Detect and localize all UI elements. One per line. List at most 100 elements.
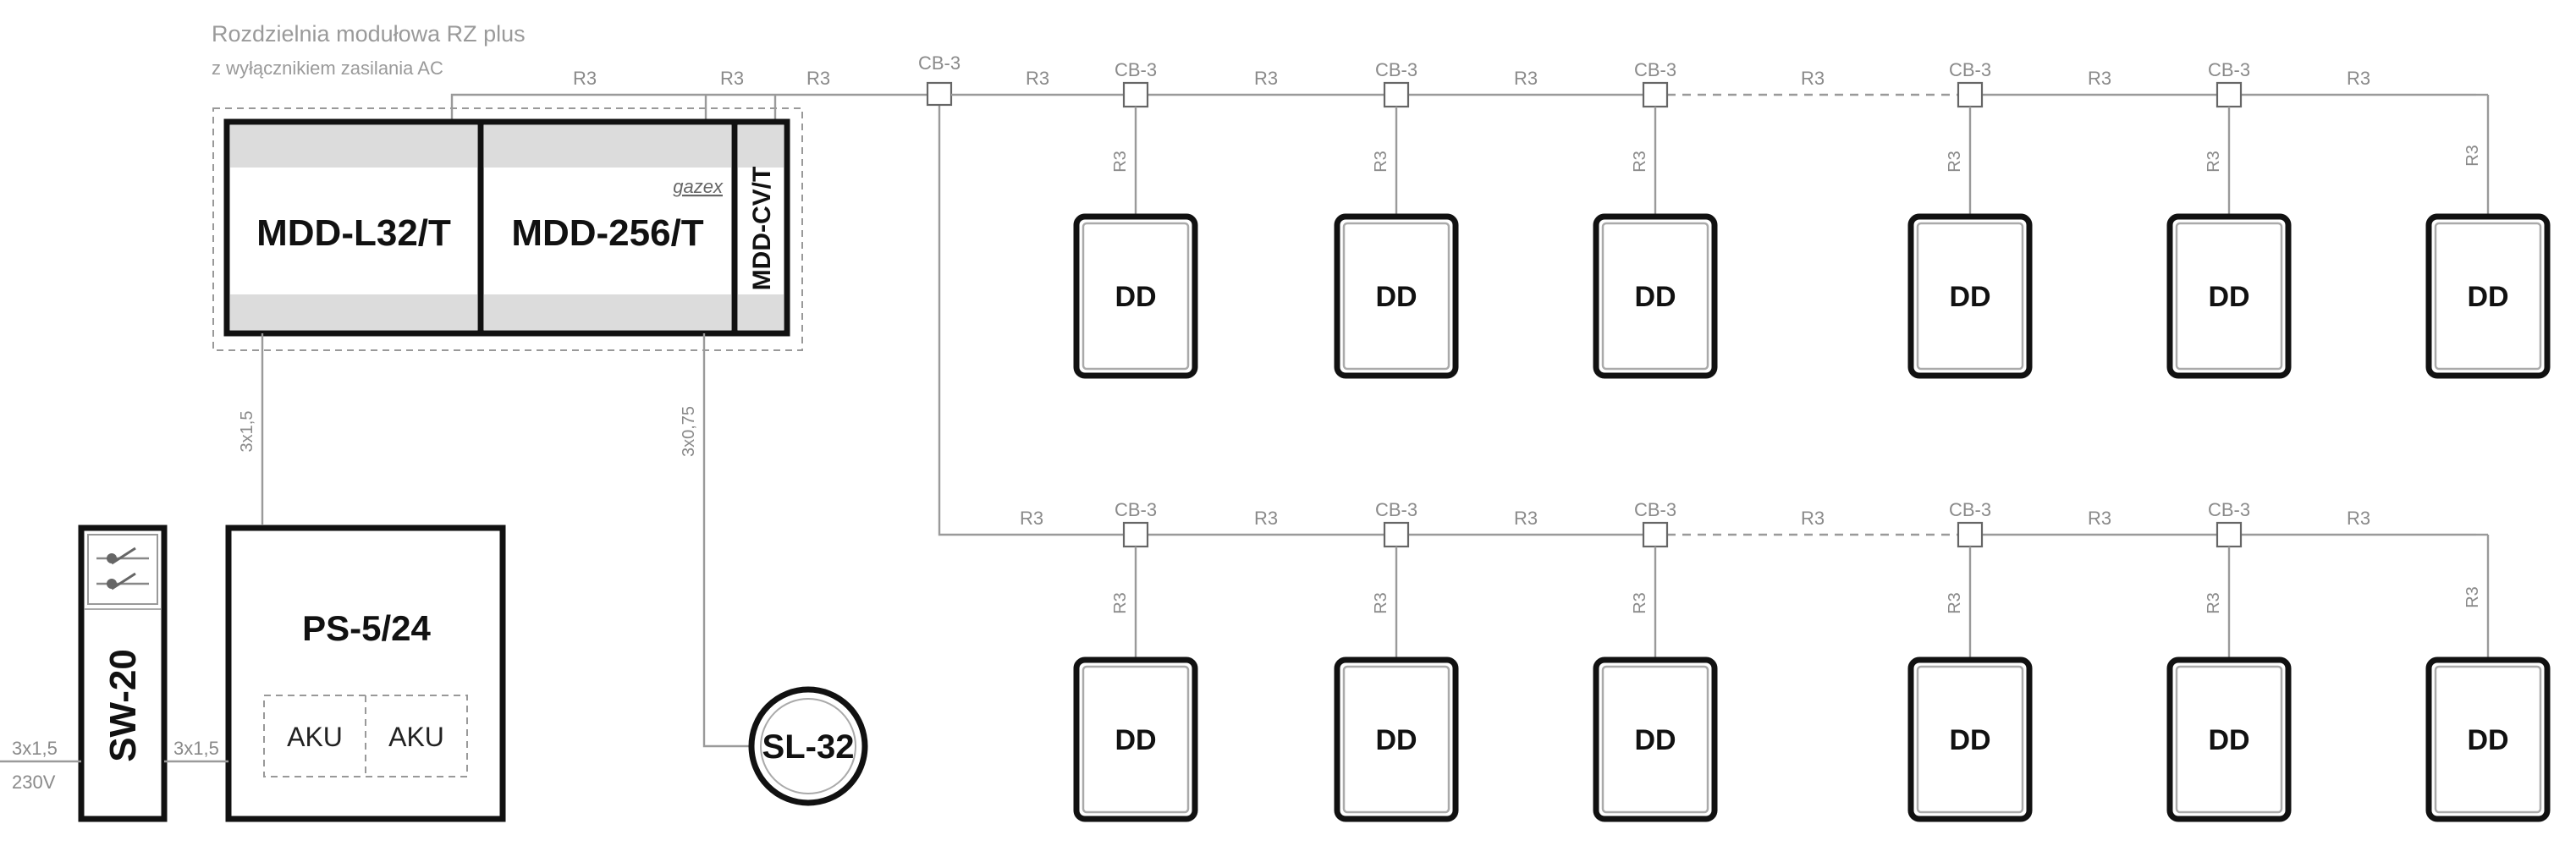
detector-label: DD [1634, 281, 1676, 313]
drop-cable-label: R3 [1372, 151, 1390, 173]
junction-box [926, 81, 953, 107]
drop-cable-label: R3 [2463, 145, 2482, 167]
drop-cable-label: R3 [1111, 592, 1130, 614]
mains-voltage-label: 230V [12, 772, 56, 793]
cable-label: 3x1,5 [238, 411, 256, 453]
signaller: SL-32 [748, 686, 868, 806]
detector-face [1082, 222, 1190, 371]
cable-label: 3x1,5 [173, 738, 219, 759]
junction-box [1383, 521, 1410, 548]
bus-cable-label: R3 [1514, 508, 1538, 529]
module-mdd-l32: MDD-L32/T [223, 118, 484, 337]
detector-label: DD [1634, 724, 1676, 756]
detector-label: DD [2208, 724, 2249, 756]
junction-box [2215, 81, 2243, 108]
switch-label: SW-20 [102, 649, 144, 762]
detector-label: DD [1115, 281, 1156, 313]
signaller-label: SL-32 [762, 728, 855, 766]
detector-label: DD [2467, 724, 2508, 756]
detector-face [1916, 222, 2024, 371]
drop-cable-label: R3 [2204, 592, 2223, 614]
drop-cable-label: R3 [2204, 151, 2223, 173]
battery-label: AKU [287, 722, 343, 752]
junction-label: CB-3 [1375, 499, 1417, 520]
cabinet-outline [212, 107, 803, 351]
ps-label: PS-5/24 [302, 608, 431, 648]
bus-cable-label: R3 [2088, 508, 2111, 529]
detector-label: DD [1949, 281, 1990, 313]
mains-cable-label: 3x1,5 [12, 738, 58, 759]
power-supply: PS-5/24 AKU AKU [225, 525, 506, 822]
cabinet-subtitle: z wyłącznikiem zasilania AC [212, 58, 443, 79]
module-label: MDD-256/T [511, 212, 703, 254]
bus-cable-label: R3 [1801, 508, 1825, 529]
detector-face [2434, 665, 2542, 814]
detector-label: DD [2467, 281, 2508, 313]
junction-box [2215, 521, 2243, 548]
bus-cable-label: R3 [2347, 508, 2370, 529]
bus-cable-label: R3 [2347, 68, 2370, 89]
junction-label: CB-3 [1375, 59, 1417, 80]
junction-label: CB-3 [2208, 499, 2250, 520]
detector-face [1601, 665, 1709, 814]
detector-face [2175, 222, 2283, 371]
bus-riser-wire [938, 105, 1126, 536]
bus-cable-label: R3 [1514, 68, 1538, 89]
junction-label: CB-3 [1949, 59, 1991, 80]
drop-cable-label: R3 [1631, 151, 1649, 173]
bus-cable-label: R3 [1026, 68, 1049, 89]
detector-label: DD [1375, 281, 1417, 313]
detector-label: DD [1115, 724, 1156, 756]
switch-icon [96, 547, 149, 591]
bus-cable-label: R3 [2088, 68, 2111, 89]
module-mdd-256: gazex MDD-256/T [477, 118, 738, 337]
detector-face [2434, 222, 2542, 371]
bus-label: R3 [806, 68, 830, 89]
detector-face [1916, 665, 2024, 814]
cabinet-title: Rozdzielnia modułowa RZ plus [212, 21, 526, 47]
drop-cable-label: R3 [1946, 592, 1964, 614]
module-label: MDD-L32/T [256, 212, 451, 254]
battery-label: AKU [388, 722, 444, 752]
junction-label: CB-3 [1634, 499, 1676, 520]
junction-label: CB-3 [2208, 59, 2250, 80]
drop-cable-label: R3 [2463, 586, 2482, 608]
drop-cable-label: R3 [1372, 592, 1390, 614]
cable-label: 3x0,75 [680, 406, 698, 457]
drop-cable-label: R3 [1111, 151, 1130, 173]
detector-face [1342, 665, 1450, 814]
detector-label: DD [1949, 724, 1990, 756]
bus-cable-label: R3 [1254, 68, 1278, 89]
detector-face [1342, 222, 1450, 371]
junction-box [1122, 81, 1149, 108]
drop-cable-label: R3 [1631, 592, 1649, 614]
junction-box [1383, 81, 1410, 108]
bus-label: R3 [573, 68, 597, 89]
junction-box [1957, 81, 1984, 108]
bus-cable-label: R3 [1020, 508, 1043, 529]
drop-cable-label: R3 [1946, 151, 1964, 173]
junction-box [1642, 521, 1669, 548]
detector-face [2175, 665, 2283, 814]
detector-face [1082, 665, 1190, 814]
detector-label: DD [2208, 281, 2249, 313]
junction-label: CB-3 [918, 52, 960, 74]
mains-switch: SW-20 [78, 525, 168, 822]
junction-box [1642, 81, 1669, 108]
brand-logo: gazex [673, 176, 724, 197]
junction-box [1957, 521, 1984, 548]
bus-label: R3 [720, 68, 744, 89]
junction-label: CB-3 [1949, 499, 1991, 520]
sl-wire [702, 333, 751, 748]
detector-label: DD [1375, 724, 1417, 756]
junction-label: CB-3 [1115, 499, 1157, 520]
bus-cable-label: R3 [1254, 508, 1278, 529]
bus-cable-label: R3 [1801, 68, 1825, 89]
junction-label: CB-3 [1634, 59, 1676, 80]
bus-feed-wire [450, 93, 927, 119]
detector-face [1601, 222, 1709, 371]
junction-label: CB-3 [1115, 59, 1157, 80]
module-mdd-cv: MDD-CV/T [731, 118, 790, 337]
